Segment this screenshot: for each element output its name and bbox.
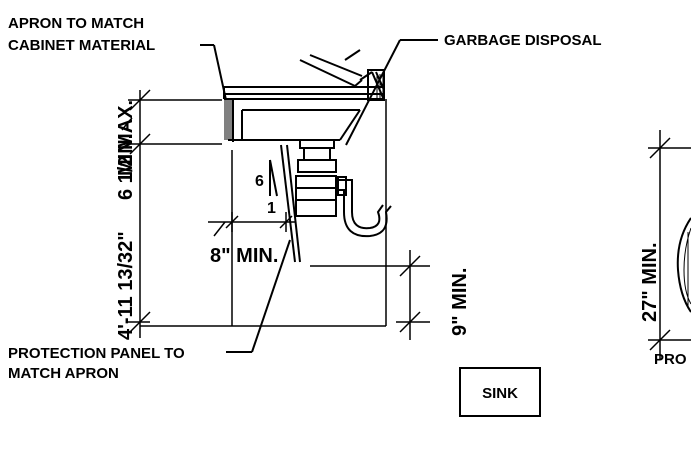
protection-label-line2: MATCH APRON [8,365,119,382]
right-partial-view [648,130,691,360]
apron-depth-dimension [121,117,133,131]
protection-label-line1: PROTECTION PANEL TO [8,345,185,362]
slope-indicator [269,159,278,197]
apron-label-line2: CABINET MATERIAL [8,37,155,54]
drain-trap [336,176,392,238]
sink-label: SINK [482,385,518,402]
slope-rise-label: 6 [255,173,264,190]
apron-depth-text: 6 1/2 MAX. [115,100,137,200]
countertop [223,86,385,100]
overall-height-text: 4'-11 13/32" [115,231,137,340]
garbage-disposal-label: GARBAGE DISPOSAL [444,32,602,49]
apron-hatch [224,100,232,140]
garbage-disposal-unit [295,139,337,217]
slope-run-label: 1 [267,200,276,217]
sink-bowl [228,99,361,142]
toe-clearance-text: 9" MIN. [449,268,471,336]
right-panel-cut-label: PRO [654,351,687,368]
apron-depth-min-text: MIN. [115,134,137,176]
overall-height-dimension [128,89,222,338]
sink-label-box [459,367,541,417]
right-height-text: 27" MIN. [639,242,661,322]
knee-clearance-dimension [208,212,296,237]
knee-clearance-text: 8" MIN. [210,245,278,267]
leader-lines [200,39,438,353]
faucet [299,49,385,101]
cabinet-outline [140,99,387,327]
apron-label-line1: APRON TO MATCH [8,15,144,32]
toe-clearance-dimension [310,250,430,340]
protection-panel [280,144,301,263]
